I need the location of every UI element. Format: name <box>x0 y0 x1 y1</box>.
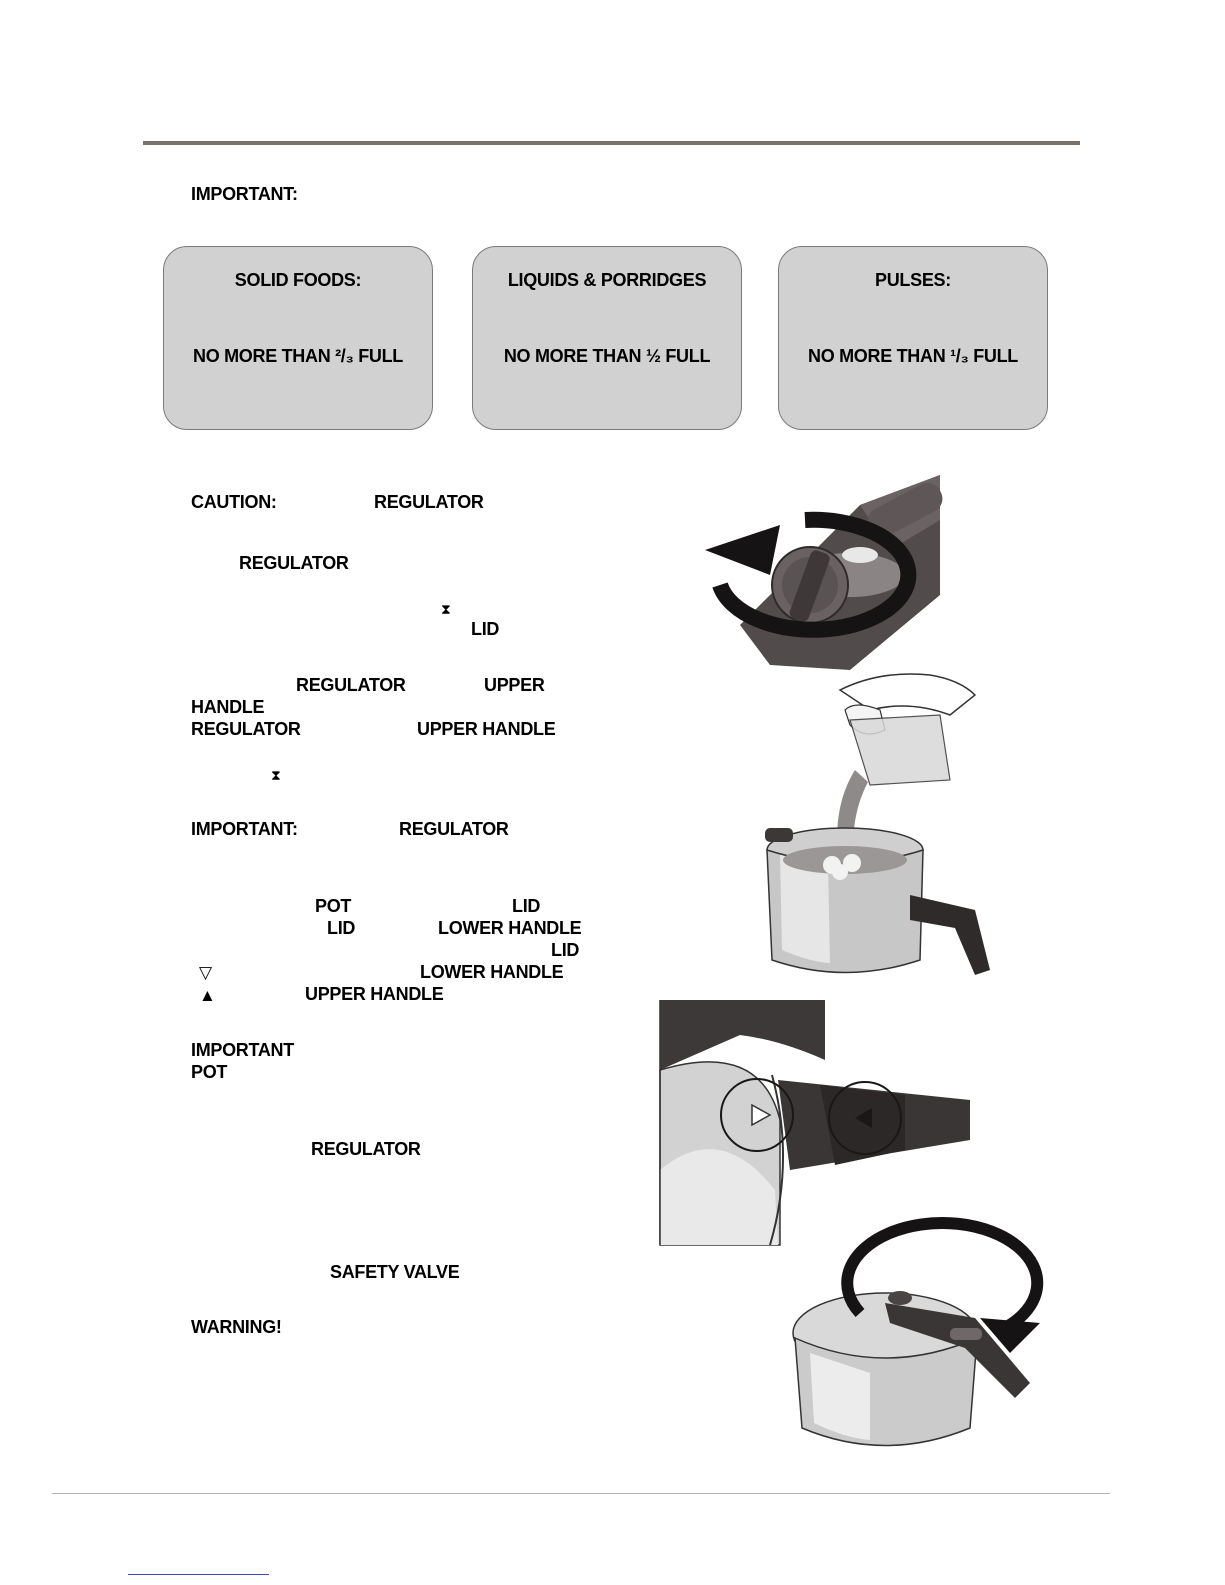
regulator-term: REGULATOR <box>374 492 484 512</box>
fill-limit-title: PULSES: <box>875 270 951 290</box>
fill-limit-box-solid: SOLID FOODS: NO MORE THAN ²/₃ FULL <box>163 246 433 430</box>
fill-limit-title: SOLID FOODS: <box>234 270 362 290</box>
lid-term: LID <box>512 896 541 916</box>
lower-handle-term: LOWER HANDLE <box>420 962 564 982</box>
regulator-term: REGULATOR <box>191 719 301 739</box>
handle-term: HANDLE <box>191 697 265 717</box>
fill-limit-value: NO MORE THAN ²/₃ FULL <box>193 346 403 366</box>
important-label: IMPORTANT: <box>191 819 298 839</box>
regulator-term: REGULATOR <box>399 819 509 839</box>
upper-handle-term: UPPER HANDLE <box>305 984 444 1004</box>
lid-term: LID <box>551 940 580 960</box>
fill-limit-value: NO MORE THAN ¹/₃ FULL <box>808 346 1018 366</box>
closing-lid-rotation-icon <box>792 1216 1044 1447</box>
footer-rule <box>52 1493 1110 1494</box>
fill-limit-box-liquids: LIQUIDS & PORRIDGES NO MORE THAN ½ FULL <box>472 246 742 430</box>
regulator-term: REGULATOR <box>239 553 349 573</box>
fill-limit-value: NO MORE THAN ½ FULL <box>503 346 711 366</box>
warning-label: WARNING! <box>191 1317 282 1337</box>
important-label: IMPORTANT <box>191 1040 294 1060</box>
caution-label: CAUTION: <box>191 492 277 512</box>
triangle-open-symbol: ▽ <box>199 963 213 982</box>
hourglass-symbol: ⧗ <box>441 601 451 617</box>
lower-handle-term: LOWER HANDLE <box>438 918 582 938</box>
pot-term: POT <box>191 1062 228 1082</box>
lid-term: LID <box>327 918 356 938</box>
regulator-term: REGULATOR <box>296 675 406 695</box>
fill-limit-title: LIQUIDS & PORRIDGES <box>507 270 707 290</box>
regulator-dial-turn-icon <box>705 475 943 670</box>
triangle-filled-symbol: ▲ <box>199 986 216 1005</box>
upper-term: UPPER <box>484 675 545 695</box>
footer-link-underline <box>128 1574 269 1575</box>
lid-alignment-marks-icon <box>659 1000 980 1246</box>
hourglass-symbol: ⧗ <box>271 767 281 783</box>
upper-handle-term: UPPER HANDLE <box>417 719 556 739</box>
regulator-term: REGULATOR <box>311 1139 421 1159</box>
lid-term: LID <box>471 619 500 639</box>
fill-limit-box-pulses: PULSES: NO MORE THAN ¹/₃ FULL <box>778 246 1048 430</box>
safety-valve-term: SAFETY VALVE <box>330 1262 460 1282</box>
pot-term: POT <box>315 896 352 916</box>
header-rule <box>143 141 1080 145</box>
pouring-water-into-pot-icon <box>765 673 990 975</box>
important-heading: IMPORTANT: <box>191 184 298 204</box>
